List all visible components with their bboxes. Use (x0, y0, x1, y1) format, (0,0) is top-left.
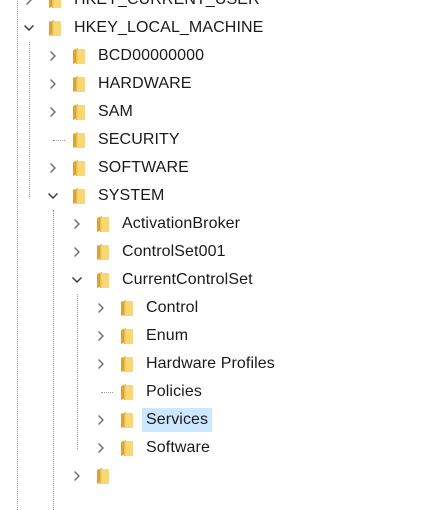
chevron-right-icon[interactable] (46, 49, 60, 63)
tree-node[interactable]: ActivationBroker (0, 210, 440, 238)
tree-node[interactable]: Software (0, 434, 440, 462)
tree-node-label-wrap[interactable]: HKEY_LOCAL_MACHINE (70, 16, 267, 40)
tree-node-label-wrap[interactable]: ActivationBroker (118, 212, 244, 236)
tree-node-label-wrap[interactable]: SOFTWARE (94, 156, 193, 180)
tree-node[interactable]: Services (0, 406, 440, 434)
chevron-right-icon[interactable] (94, 413, 108, 427)
folder-icon (120, 299, 134, 317)
tree-node[interactable]: SOFTWARE (0, 154, 440, 182)
folder-icon (120, 327, 134, 345)
chevron-right-icon[interactable] (70, 217, 84, 231)
tree-node-label-wrap[interactable]: Hardware Profiles (142, 352, 279, 376)
chevron-down-icon[interactable] (46, 189, 60, 203)
tree-node-label: HKEY_CURRENT_USER (74, 0, 260, 12)
tree-guide-line (77, 294, 78, 449)
tree-node[interactable] (0, 462, 440, 490)
tree-node-label-wrap[interactable]: SAM (94, 100, 137, 124)
tree-node-label: SECURITY (98, 131, 180, 148)
chevron-right-icon[interactable] (94, 301, 108, 315)
tree-node-label: Enum (146, 327, 189, 344)
tree-node[interactable]: HKEY_CURRENT_USER (0, 0, 440, 14)
folder-icon (72, 131, 86, 149)
tree-node-label: Control (146, 299, 199, 316)
chevron-right-icon[interactable] (46, 105, 60, 119)
tree-node-label-wrap[interactable]: HARDWARE (94, 72, 196, 96)
chevron-right-icon[interactable] (94, 329, 108, 343)
tree-node-label-wrap[interactable]: Policies (142, 380, 206, 404)
folder-icon (96, 271, 110, 289)
chevron-down-icon[interactable] (70, 273, 84, 287)
tree-branch-line (53, 140, 65, 141)
chevron-right-icon[interactable] (46, 77, 60, 91)
tree-node[interactable]: Hardware Profiles (0, 350, 440, 378)
tree-node-label: BCD00000000 (98, 47, 205, 64)
chevron-down-icon[interactable] (22, 21, 36, 35)
tree-node[interactable]: SECURITY (0, 126, 440, 154)
chevron-right-icon[interactable] (70, 245, 84, 259)
tree-node[interactable]: Policies (0, 378, 440, 406)
tree-node-label-wrap[interactable]: BCD00000000 (94, 44, 208, 68)
tree-node-label: SAM (98, 103, 133, 120)
chevron-right-icon[interactable] (94, 357, 108, 371)
tree-node-label-wrap[interactable]: Software (142, 436, 214, 460)
tree-node-label-wrap[interactable]: Enum (142, 324, 192, 348)
tree-node[interactable]: SAM (0, 98, 440, 126)
tree-node[interactable]: Enum (0, 322, 440, 350)
folder-icon (96, 467, 110, 485)
tree-node-label-wrap[interactable]: CurrentControlSet (118, 268, 257, 292)
tree-node[interactable]: BCD00000000 (0, 42, 440, 70)
tree-node-label: ControlSet001 (122, 243, 226, 260)
tree-node[interactable]: HKEY_LOCAL_MACHINE (0, 14, 440, 42)
tree-guide-line (17, 0, 18, 510)
tree-node[interactable]: Control (0, 294, 440, 322)
tree-node[interactable]: SYSTEM (0, 182, 440, 210)
tree-node[interactable]: HARDWARE (0, 70, 440, 98)
chevron-right-icon[interactable] (22, 0, 36, 7)
tree-node-label: CurrentControlSet (122, 271, 253, 288)
folder-icon (120, 439, 134, 457)
tree-node-label-selected[interactable]: Services (142, 408, 213, 432)
chevron-right-icon[interactable] (94, 441, 108, 455)
tree-node-label-wrap[interactable]: SECURITY (94, 128, 184, 152)
tree-node-label-wrap[interactable]: SYSTEM (94, 184, 168, 208)
tree-node-label: Services (146, 411, 209, 428)
tree-node-label: SYSTEM (98, 187, 165, 204)
folder-icon (72, 47, 86, 65)
tree-node[interactable]: CurrentControlSet (0, 266, 440, 294)
tree-node-label: Policies (146, 383, 202, 400)
folder-icon (72, 75, 86, 93)
tree-node[interactable]: ControlSet001 (0, 238, 440, 266)
tree-node-label-wrap[interactable]: ControlSet001 (118, 240, 230, 264)
tree-node-label: HKEY_LOCAL_MACHINE (74, 19, 264, 36)
tree-node-label: Software (146, 439, 210, 456)
folder-icon (120, 383, 134, 401)
folder-icon (96, 215, 110, 233)
tree-node-label-wrap[interactable] (118, 464, 126, 488)
folder-icon (48, 19, 62, 37)
chevron-right-icon[interactable] (46, 161, 60, 175)
tree-node-label: HARDWARE (98, 75, 192, 92)
tree-guide-line (53, 210, 54, 510)
folder-icon (48, 0, 62, 9)
folder-icon (96, 243, 110, 261)
chevron-right-icon[interactable] (70, 469, 84, 483)
tree-guide-line (29, 42, 30, 197)
folder-icon (72, 187, 86, 205)
folder-icon (72, 103, 86, 121)
tree-node-label: Hardware Profiles (146, 355, 275, 372)
folder-icon (72, 159, 86, 177)
tree-node-label: ActivationBroker (122, 215, 241, 232)
folder-icon (120, 355, 134, 373)
tree-branch-line (101, 392, 113, 393)
folder-icon (120, 411, 134, 429)
tree-node-label-wrap[interactable]: HKEY_CURRENT_USER (70, 0, 264, 12)
tree-node-label: SOFTWARE (98, 159, 189, 176)
tree-node-label-wrap[interactable]: Control (142, 296, 202, 320)
